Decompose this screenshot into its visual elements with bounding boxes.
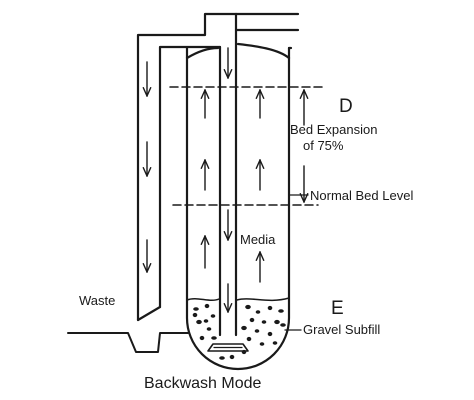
gravel-stones (192, 303, 286, 360)
gravel-stone (211, 336, 217, 340)
gravel-stone (261, 320, 267, 324)
label-gravel-subfill: Gravel Subfill (303, 322, 380, 337)
label-bed-expansion-line2: of 75% (303, 138, 344, 153)
gravel-stone (199, 335, 205, 341)
flow-arrows (147, 47, 260, 312)
underdrain-distributor (207, 343, 249, 352)
gravel-stone (204, 303, 210, 309)
gravel-stone (210, 314, 216, 318)
label-d: D (339, 96, 353, 117)
label-e: E (331, 298, 344, 319)
gravel-stone (196, 319, 202, 325)
gravel-stone (192, 312, 198, 318)
gravel-stone (267, 331, 273, 337)
ground-line (67, 332, 189, 353)
waste-pipe (136, 12, 238, 322)
label-bed-expansion-line1: Bed Expansion (290, 122, 377, 137)
label-normal-bed-level: Normal Bed Level (310, 188, 413, 203)
gravel-stone (219, 356, 225, 360)
label-media: Media (240, 232, 276, 247)
gravel-stone (241, 349, 247, 355)
gravel-stone (280, 323, 286, 327)
diagram-caption: Backwash Mode (144, 375, 261, 392)
gravel-stone (272, 341, 278, 345)
gravel-stone (203, 319, 209, 323)
gravel-stone (206, 327, 212, 331)
gravel-stone (249, 317, 255, 323)
gravel-stone (267, 305, 273, 311)
gravel-subfill (186, 297, 290, 302)
filter-vessel (185, 42, 293, 371)
gravel-stone (255, 310, 261, 314)
gravel-stone (278, 309, 284, 313)
gravel-stone (274, 319, 280, 325)
label-waste: Waste (79, 293, 115, 308)
gravel-stone (254, 329, 260, 333)
gravel-stone (193, 307, 199, 311)
gravel-stone (241, 325, 247, 331)
gravel-stone (245, 304, 251, 310)
gravel-stone (246, 336, 252, 342)
gravel-stone (259, 342, 265, 346)
inlet-pipe (218, 12, 300, 337)
gravel-stone (229, 354, 235, 360)
